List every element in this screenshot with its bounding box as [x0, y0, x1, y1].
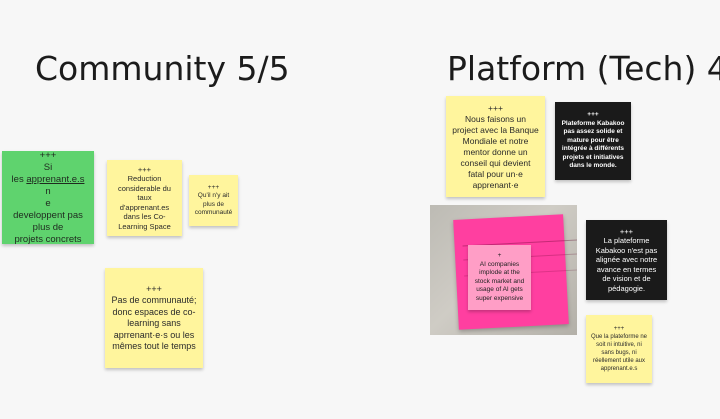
- note-text: Pas de communauté; donc espaces de co-le…: [111, 295, 197, 351]
- note-line: e: [45, 197, 51, 209]
- sticky-note-banque-mondiale[interactable]: +++ Nous faisons un project avec la Banq…: [446, 96, 545, 197]
- sticky-note-projets-concrets[interactable]: +++ Si les apprenant.e.s n e developpent…: [2, 149, 94, 245]
- sticky-note-plateforme-solide[interactable]: +++ Plateforme Kabakoo pas assez solide …: [555, 102, 631, 180]
- note-text: Reduction considerable du taux d'apprena…: [118, 174, 171, 231]
- note-mark: +++: [613, 326, 625, 332]
- sticky-note-reduction[interactable]: +++ Reduction considerable du taux d'app…: [107, 160, 182, 236]
- note-mark: +++: [619, 226, 634, 236]
- sticky-note-intuitive[interactable]: +++ Que la plateforme ne soit ni intuiti…: [586, 315, 652, 383]
- apprenant-link[interactable]: apprenant.e.s: [26, 173, 85, 185]
- note-text: Qu'il n'y ait plus de communauté: [194, 192, 233, 216]
- note-line: les apprenant.e.s n: [11, 173, 85, 197]
- note-text: Que la plateforme ne soit ni intuitive, …: [590, 334, 648, 372]
- note-line: projets concrets: [14, 233, 82, 245]
- note-text: AI companies implode at the stock market…: [474, 260, 525, 302]
- note-mark: +++: [587, 111, 599, 119]
- sticky-note-ai-companies[interactable]: + AI companies implode at the stock mark…: [468, 245, 531, 310]
- note-line: plus de: [32, 221, 64, 233]
- note-mark: +++: [39, 149, 57, 161]
- platform-heading: Platform (Tech) 4/: [447, 49, 720, 88]
- note-mark: +++: [488, 102, 503, 113]
- sticky-note-communaute[interactable]: +++ Qu'il n'y ait plus de communauté: [189, 175, 238, 226]
- note-line: developpent pas: [13, 209, 83, 221]
- note-mark: +++: [207, 183, 220, 191]
- sticky-note-plateforme-alignee[interactable]: +++ La plateforme Kabakoo n'est pas alig…: [586, 220, 667, 300]
- note-mark: +: [497, 252, 502, 259]
- note-text: Plateforme Kabakoo pas assez solide et m…: [561, 119, 625, 170]
- note-line: Si: [43, 161, 53, 173]
- note-text: Nous faisons un project avec la Banque M…: [452, 113, 539, 190]
- community-heading: Community 5/5: [35, 49, 290, 88]
- note-mark: +++: [137, 164, 152, 174]
- sticky-note-espaces[interactable]: +++ Pas de communauté; donc espaces de c…: [105, 268, 203, 368]
- note-mark: +++: [146, 283, 162, 294]
- note-text: La plateforme Kabakoo n'est pas alignée …: [595, 236, 658, 293]
